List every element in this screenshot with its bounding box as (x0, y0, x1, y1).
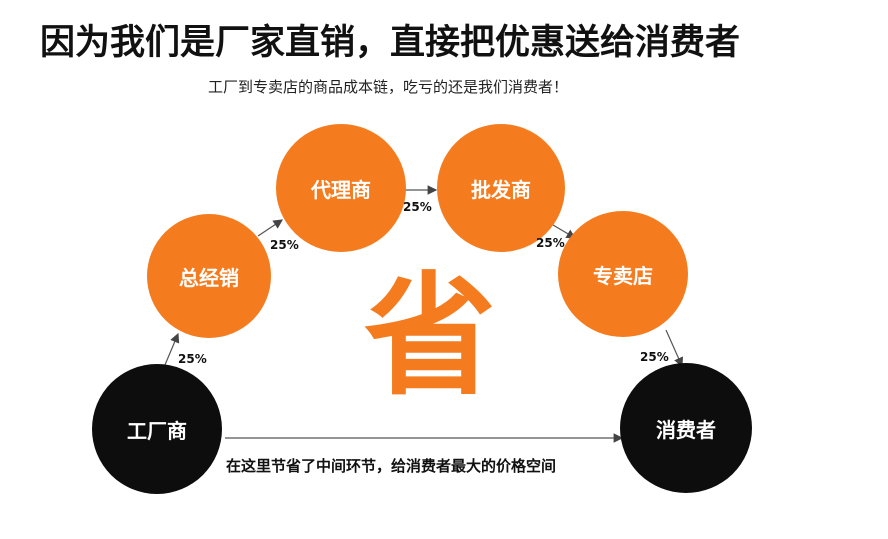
arrow-general-to-agent (257, 219, 283, 237)
node-wholesaler-label: 批发商 (471, 177, 531, 202)
node-factory: 工厂商 (92, 364, 222, 494)
node-general-distributor-label: 总经销 (179, 265, 239, 290)
arrow-store-to-consumer (665, 329, 683, 368)
node-store: 专卖店 (558, 211, 688, 337)
node-agent-label: 代理商 (311, 177, 371, 202)
bottom-note: 在这里节省了中间环节，给消费者最大的价格空间 (226, 457, 557, 475)
node-consumer-label: 消费者 (656, 417, 716, 442)
node-consumer: 消费者 (620, 363, 752, 493)
save-character: 省 (364, 260, 496, 414)
node-general-distributor: 总经销 (147, 214, 271, 338)
page-title: 因为我们是厂家直销，直接把优惠送给消费者 (40, 23, 741, 63)
markup-wholesaler-store: 25% (536, 236, 565, 250)
node-wholesaler: 批发商 (437, 124, 565, 252)
markup-general-agent: 25% (270, 238, 299, 252)
node-factory-label: 工厂商 (127, 418, 187, 443)
markup-factory-general: 25% (178, 352, 207, 366)
node-store-label: 专卖店 (593, 263, 653, 288)
node-agent: 代理商 (276, 124, 406, 252)
markup-store-consumer: 25% (640, 350, 669, 364)
page-subtitle: 工厂到专卖店的商品成本链，吃亏的还是我们消费者！ (208, 78, 569, 96)
markup-agent-wholesaler: 25% (403, 200, 432, 214)
